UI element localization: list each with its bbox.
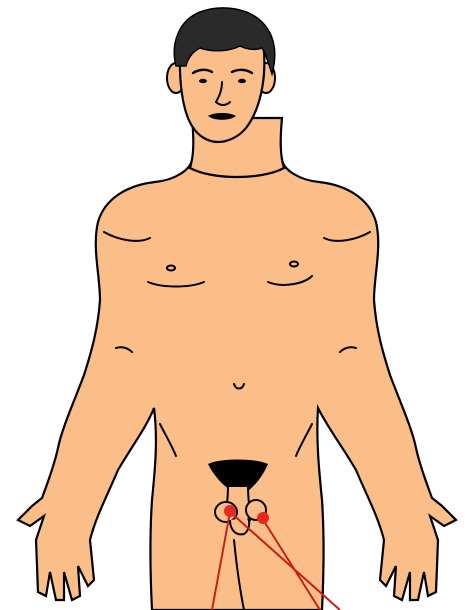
nipple-left [167, 266, 175, 271]
eye-left [199, 79, 207, 83]
nipple-right [290, 262, 298, 267]
marker-right [257, 512, 269, 524]
marker-left [224, 505, 236, 517]
eye-right [238, 79, 246, 83]
body-silhouette [18, 160, 456, 610]
